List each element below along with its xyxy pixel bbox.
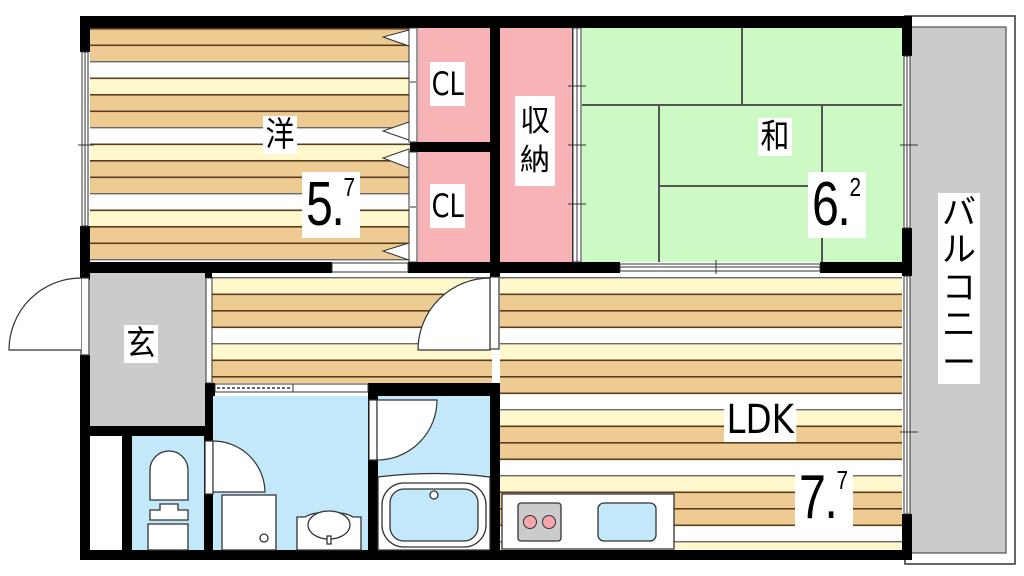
- western-room-size: 5.7: [302, 170, 361, 239]
- closet-doors[interactable]: [381, 27, 418, 263]
- washing-machine-pan: [221, 494, 277, 551]
- storage-sliding-door[interactable]: [568, 27, 586, 263]
- western-room-size-int: 5.: [306, 170, 345, 239]
- windows: [78, 51, 918, 515]
- toilet-door[interactable]: [204, 440, 266, 495]
- japanese-room-size-int: 6.: [812, 170, 851, 239]
- kitchen-sink: [597, 502, 657, 542]
- storage-small: [90, 436, 122, 550]
- washroom-sliding-door[interactable]: [214, 383, 369, 393]
- storage-label: 収納: [515, 96, 555, 186]
- ldk-size: 7.7: [795, 463, 854, 532]
- japanese-room-label: 和: [758, 118, 792, 156]
- western-room-floor: [90, 28, 410, 262]
- toilet-fixture: [147, 450, 189, 551]
- ldk-label: LDK: [724, 398, 797, 442]
- western-room-size-dec: 7: [343, 172, 355, 202]
- western-room-label: 洋: [263, 116, 297, 154]
- entrance-label: 玄: [124, 325, 158, 363]
- walls: [80, 16, 912, 560]
- japanese-room-size: 6.2: [808, 170, 867, 239]
- ldk-size-int: 7.: [799, 463, 838, 532]
- closet-2-label: CL: [430, 184, 466, 228]
- ldk-door[interactable]: [417, 276, 500, 351]
- entrance-door[interactable]: [8, 277, 90, 356]
- kitchen-counter: [501, 493, 675, 550]
- stove-two-burner: [517, 502, 562, 542]
- closet-1-label: CL: [430, 62, 466, 106]
- bathroom-door[interactable]: [368, 399, 438, 461]
- entrance-step: [205, 277, 213, 384]
- ldk-size-dec: 7: [836, 465, 848, 495]
- japanese-room-size-dec: 2: [849, 172, 861, 202]
- western-room-door[interactable]: [331, 262, 409, 273]
- balcony: [904, 15, 1016, 565]
- balcony-label: バルコニー: [938, 193, 980, 384]
- bathtub: [377, 472, 491, 551]
- washbasin: [296, 510, 362, 551]
